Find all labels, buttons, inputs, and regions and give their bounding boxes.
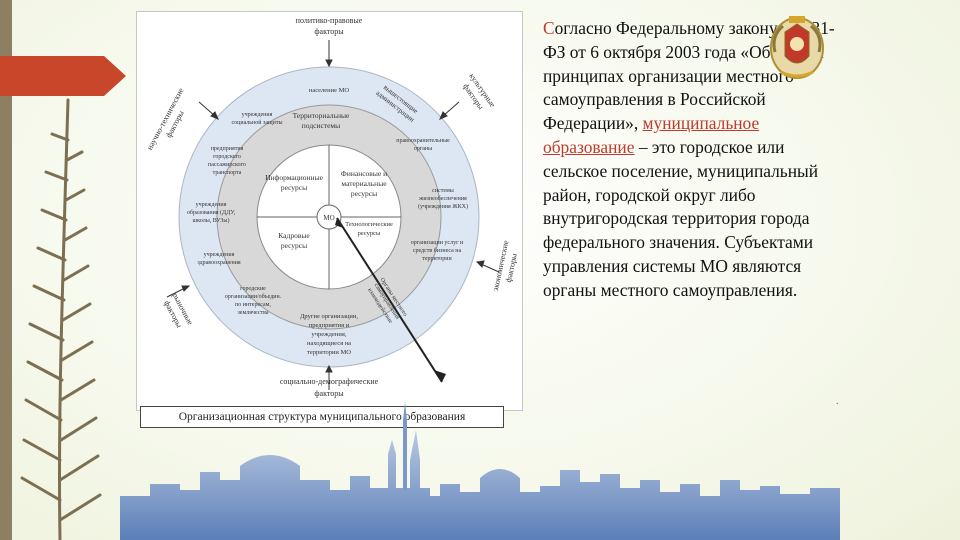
outer-public-1: городские: [240, 286, 266, 292]
outer-business-3: территории: [422, 256, 452, 262]
stray-dot: .: [836, 396, 839, 407]
outer-social-2: социальной защиты: [232, 119, 283, 126]
paragraph-part-1: огласно Федеральному закону № 131-ФЗ от …: [543, 18, 835, 134]
paragraph-part-2: – это городское или сельское поселение, …: [543, 136, 819, 300]
middle-territorial-1: Территориальные: [293, 111, 350, 120]
outer-other-3: учреждения,: [312, 331, 347, 338]
inner-tech-1: Технологические: [345, 221, 393, 228]
inner-fin-2: материальные: [341, 179, 387, 188]
highlighted-term: муниципальное образование: [543, 113, 760, 157]
inner-info-2: ресурсы: [281, 183, 307, 192]
outer-public-4: землячества: [237, 310, 268, 316]
outer-education-2: образования (ДДУ,: [187, 209, 236, 216]
outer-education-1: учреждения: [196, 202, 227, 208]
inner-kadr-2: ресурсы: [281, 241, 307, 250]
figure-caption: Организационная структура муниципального…: [140, 406, 504, 428]
diagonal-arrow: [336, 217, 443, 383]
outer-other-1: Другие организации,: [300, 313, 358, 320]
outer-public-2: организации/объедин.: [225, 293, 282, 300]
outer-transport-3: пассажирского: [208, 162, 246, 168]
drop-letter: С: [543, 18, 555, 38]
outer-zhkh-1: системы: [432, 188, 454, 194]
outer-business-1: организации услуг и: [411, 240, 464, 246]
outer-police-1: правоохранительные: [396, 138, 450, 144]
outer-other-2: предприятия и: [309, 322, 350, 329]
inner-fin-1: Финансовые и: [341, 169, 387, 178]
inner-info-1: Информационные: [265, 173, 324, 182]
outer-police-2: органы: [414, 146, 432, 152]
outer-health-1: учреждения: [204, 252, 235, 258]
outer-transport-2: городского: [213, 154, 241, 160]
factor-top-2: факторы: [314, 27, 344, 36]
inner-kadr-1: Кадровые: [278, 231, 310, 240]
city-skyline-decoration: [120, 402, 840, 540]
outer-zhkh-3: (учреждения ЖКХ): [418, 203, 468, 210]
middle-territorial-2: подсистемы: [302, 121, 340, 130]
inner-tech-2: ресурсы: [358, 230, 381, 237]
outer-public-3: по интересам,: [235, 302, 271, 308]
factor-bottom-1: социально-демографические: [280, 377, 379, 386]
factor-bottom-2: факторы: [314, 389, 344, 398]
outer-health-2: здравоохранения: [197, 260, 241, 266]
outer-other-5: территории МО: [307, 349, 351, 356]
outer-transport-4: транспорта: [213, 170, 242, 176]
org-structure-diagram: МО Органы местного самоуправления взаимо…: [145, 16, 519, 398]
outer-social-1: учреждения: [242, 112, 273, 118]
factor-top-1: политико-правовые: [296, 16, 363, 25]
inner-fin-3: ресурсы: [351, 189, 377, 198]
outer-education-3: школы, ВУЗы): [193, 217, 230, 224]
outer-naselenie: население МО: [309, 87, 350, 94]
coat-of-arms-emblem: [770, 16, 824, 79]
outer-transport-1: предприятия: [211, 146, 244, 152]
mo-center-label: МО: [323, 214, 334, 222]
outer-zhkh-2: жизнеобеспечения: [418, 195, 467, 202]
outer-other-4: находящиеся на: [307, 340, 351, 347]
outer-business-2: средств бизнеса на: [413, 247, 462, 254]
fern-decoration: [20, 98, 102, 540]
main-paragraph: Согласно Федеральному закону № 131-ФЗ от…: [543, 17, 843, 303]
diagram-figure: МО Органы местного самоуправления взаимо…: [136, 11, 523, 411]
left-decorative-stripe: [0, 0, 12, 540]
red-arrow-tab: [0, 56, 126, 96]
